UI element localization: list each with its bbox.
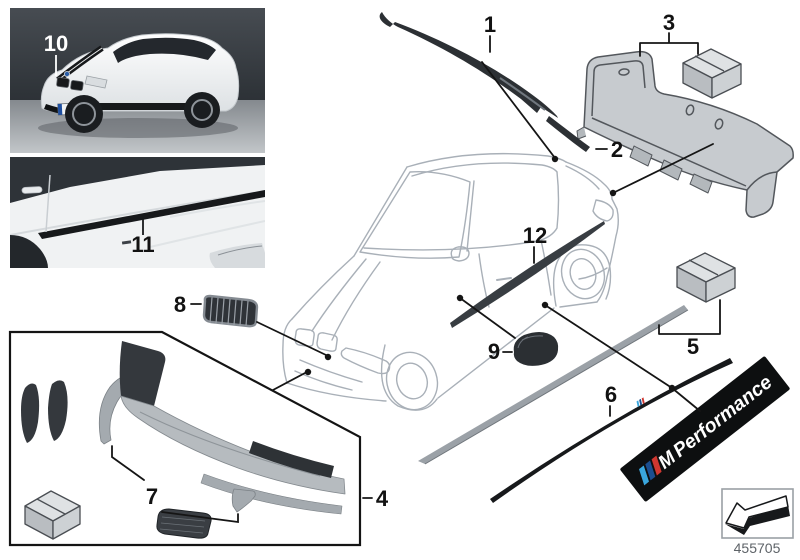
side-accent-stripe — [38, 190, 265, 239]
bracket-piece — [231, 488, 256, 513]
performance-decal-large: M Performance — [620, 356, 790, 502]
hardware-box-7 — [24, 490, 81, 540]
callout-6[interactable]: 6 — [605, 382, 617, 407]
m-logo-stripes — [638, 455, 662, 486]
leader-dots — [304, 155, 676, 392]
diagram-code-box: 455705 — [721, 488, 794, 556]
bmw-roundel — [64, 71, 71, 78]
callout-2[interactable]: 2 — [611, 137, 623, 162]
spoiler-blade-part-2 — [546, 116, 590, 152]
hardware-box-5 — [676, 252, 736, 303]
headlight — [84, 75, 108, 89]
photo-front-view: M·VP 244 10 — [10, 8, 265, 153]
rocker-stripe — [70, 103, 215, 110]
m-performance-stripe-logo: M Performance — [636, 372, 691, 408]
callout-12[interactable]: 12 — [523, 223, 547, 248]
photo-side-view: 11 — [10, 157, 265, 268]
corner-blade-left — [21, 383, 40, 443]
callout-10[interactable]: 10 — [44, 31, 68, 56]
callout-3[interactable]: 3 — [663, 10, 675, 35]
splitter-flap-dark — [119, 341, 166, 406]
front-splitter-body — [120, 395, 346, 495]
side-stripe-gray-part — [418, 305, 689, 465]
mirror-cap-part — [513, 331, 559, 366]
splitter-lip-gray — [200, 473, 343, 515]
callout-1[interactable]: 1 — [484, 12, 496, 37]
kidney-grilles — [56, 77, 84, 91]
callout-8[interactable]: 8 — [174, 292, 186, 317]
callout-9[interactable]: 9 — [488, 339, 500, 364]
splitter-crease — [139, 411, 321, 477]
door-stripe-part — [450, 221, 605, 328]
wheel-arch-dark — [10, 235, 48, 268]
callout-5[interactable]: 5 — [687, 334, 699, 359]
car-windows — [113, 37, 216, 63]
white-car-photo: M·VP 244 — [40, 33, 240, 133]
pointer-arrow-icon — [725, 495, 790, 535]
leader-lines — [111, 32, 721, 524]
diagram-code: 455705 — [734, 540, 781, 556]
fender-badge — [121, 240, 132, 245]
callout-11[interactable]: 11 — [131, 232, 154, 257]
callout-4[interactable]: 4 — [376, 486, 389, 511]
callout-7[interactable]: 7 — [146, 484, 158, 509]
headlight-hint — [209, 243, 265, 268]
door-handle — [21, 186, 43, 194]
grille-insert-part — [156, 508, 212, 539]
car-line-drawing — [282, 152, 619, 411]
rear-bumper-part — [576, 50, 794, 218]
wheels — [65, 92, 220, 133]
window-area-dark — [10, 157, 265, 203]
kidney-grille-part — [202, 294, 259, 328]
door-seam — [45, 174, 51, 233]
front-aero-kit-parts — [21, 341, 346, 540]
hardware-box-3 — [682, 48, 742, 99]
hood-creases — [149, 200, 265, 248]
kit-group-box — [8, 330, 362, 547]
splitter-blade-dark — [249, 441, 334, 478]
corner-blade-right — [48, 380, 68, 441]
roof-spoiler-part — [379, 12, 558, 118]
